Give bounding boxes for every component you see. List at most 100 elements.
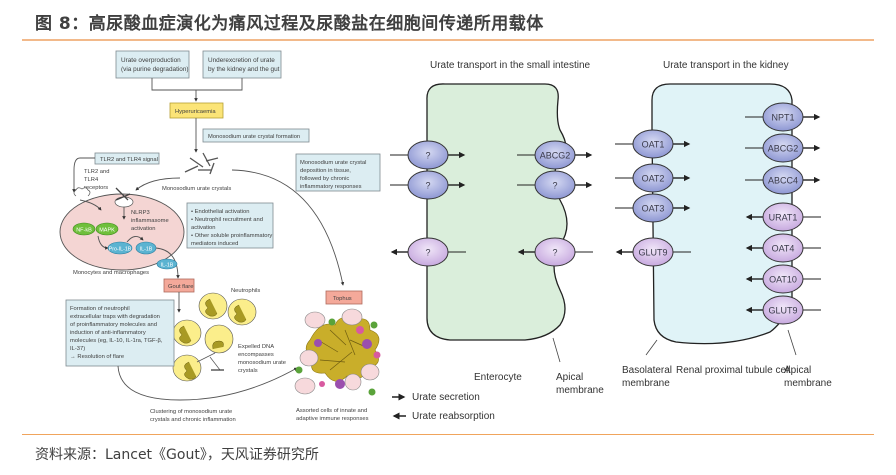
nlrp3-line1: NLRP3	[131, 210, 150, 216]
il1b-secreted-label: IL-1B	[161, 263, 174, 269]
urate-crystals-icon	[184, 152, 219, 175]
transporter-label: GLUT9	[638, 248, 667, 258]
assorted-line2: adaptive immune responses	[296, 416, 369, 422]
transporter-abcc4: ABCC4	[745, 165, 821, 195]
mapk-label: MAPK	[99, 228, 115, 234]
transporter-body	[762, 295, 804, 325]
crystals-label: Monosodium urate crystals	[162, 186, 231, 192]
pro-il1b-label: Pro-IL-1B	[109, 247, 132, 253]
hyperuricaemia-box	[169, 102, 224, 119]
source-divider	[22, 434, 874, 435]
transporter-label: NPT1	[771, 113, 794, 123]
transporter-oat1: OAT1	[615, 129, 691, 159]
neutrophil-icon	[198, 292, 228, 320]
monocytes-label: Monocytes and macrophages	[73, 270, 149, 276]
transporter-label: ?	[425, 181, 430, 191]
kidney-apical-line1: Apical	[784, 365, 811, 376]
neutrophil-icon	[204, 324, 234, 354]
phagosome	[114, 196, 134, 208]
expelled-dna-line1: Expelled DNA	[238, 344, 274, 350]
transporter-label: OAT2	[642, 174, 665, 184]
hyperuricaemia-label: Hyperuricaemia	[175, 109, 216, 115]
transporter-body	[632, 237, 674, 267]
intestine-panel: Urate transport in the small intestine ?…	[390, 60, 604, 396]
transporter-body	[762, 165, 804, 195]
transporter-label: GLUT9	[768, 306, 797, 316]
net-line6: IL-37)	[70, 346, 85, 352]
transporter-label: ?	[552, 248, 557, 258]
transporter-label: ?	[425, 151, 430, 161]
transporter-body	[534, 170, 576, 200]
net-line1: Formation of neutrophil	[70, 306, 130, 312]
il1b-label: IL-1B	[140, 247, 153, 253]
clustering-line1: Clustering of monosodium urate	[150, 409, 232, 415]
transporter-body	[407, 170, 449, 200]
neutrophil-icon	[227, 298, 257, 326]
transporter-label: ABCG2	[540, 151, 571, 161]
tlr-receptors-line2: TLR4	[84, 177, 99, 183]
transporter-unknown: ?	[517, 170, 593, 200]
transporter-oat4: OAT4	[745, 233, 821, 263]
net-line4: induction of anti-inflammatory	[70, 330, 146, 336]
overproduction-line1: Urate overproduction	[121, 57, 181, 64]
clustering-line2: crystals and chronic inflammation	[150, 417, 236, 423]
enterocyte-label: Enterocyte	[474, 372, 522, 383]
tlr-signal-box	[94, 152, 160, 165]
crystals-to-tophus-arrow	[231, 169, 345, 286]
transporter-unknown: ?	[517, 237, 593, 267]
nfkb-node	[72, 222, 96, 236]
clustering-arrow	[117, 365, 298, 401]
nlrp3-line3: activation	[131, 226, 156, 232]
tophus-illustration	[294, 308, 381, 396]
transporter-glut9: GLUT9	[745, 295, 821, 325]
engulfed-crystal	[115, 187, 129, 201]
transporter-npt1: NPT1	[745, 102, 821, 132]
tlr-receptors-line3: receptors	[84, 185, 108, 191]
kidney-apical-line2: membrane	[784, 378, 832, 389]
crystal-formation-label: Monosodium urate crystal formation	[208, 134, 300, 140]
legend-secretion: Urate secretion	[412, 392, 480, 403]
transporter-body	[534, 140, 576, 170]
transporter-abcg2: ABCG2	[517, 140, 593, 170]
tlr-receptors-line1: TLR2 and	[84, 169, 109, 175]
tlr-signal-label: TLR2 and TLR4 signal	[100, 157, 158, 163]
effects-line2: • Neutrophil recruitment and	[191, 217, 263, 223]
transporter-label: OAT4	[772, 244, 795, 254]
transporter-oat10: OAT10	[745, 264, 821, 294]
kidney-panel: Urate transport in the kidney OAT1OAT2OA…	[615, 60, 832, 389]
transporter-body	[762, 202, 804, 232]
effects-line1: • Endothelial activation	[191, 209, 249, 215]
legend-reabsorption: Urate reabsorption	[412, 411, 495, 422]
expelled-dna-line2: encompasses	[238, 352, 274, 358]
kidney-basolateral-line2: membrane	[622, 378, 670, 389]
net-line7: → Resolution of flare	[70, 354, 124, 360]
neutrophil-icon	[172, 354, 202, 382]
enterocyte-cell	[426, 83, 568, 341]
tophus-label: Tophus	[333, 296, 352, 302]
tlr-receptor-icon	[73, 187, 91, 197]
kidney-basolateral-line1: Basolateral	[622, 365, 672, 376]
title-divider	[22, 39, 874, 41]
intestine-title: Urate transport in the small intestine	[430, 60, 591, 71]
transporter-body	[762, 264, 804, 294]
pro-il1b-node	[107, 241, 133, 255]
net-line2: extracellular traps with degradation	[70, 314, 160, 320]
effects-box	[186, 202, 274, 249]
nlrp3-line2: inflammasome	[131, 218, 169, 224]
transporter-label: ABCC4	[768, 176, 798, 186]
nfkb-label: NF-kB	[76, 228, 92, 234]
transporter-body	[407, 140, 449, 170]
kidney-title: Urate transport in the kidney	[663, 60, 789, 71]
transporter-body	[407, 237, 449, 267]
deposition-line1: Monosodium urate crystal	[300, 160, 366, 166]
neutrophil-cluster	[172, 292, 257, 382]
neutrophils-label: Neutrophils	[231, 288, 260, 294]
gout-flare-label: Gout flare	[168, 284, 193, 290]
transporter-label: ?	[425, 248, 430, 258]
transporter-glut9: GLUT9	[615, 237, 691, 267]
transporter-body	[534, 237, 576, 267]
expelled-dna-line4: crystals	[238, 368, 258, 374]
transporter-label: URAT1	[769, 213, 798, 223]
connector-to-hyperuricaemia	[151, 78, 243, 101]
figure-title: 图 8：高尿酸血症演化为痛风过程及尿酸盐在细胞间传递所用载体	[35, 14, 544, 34]
